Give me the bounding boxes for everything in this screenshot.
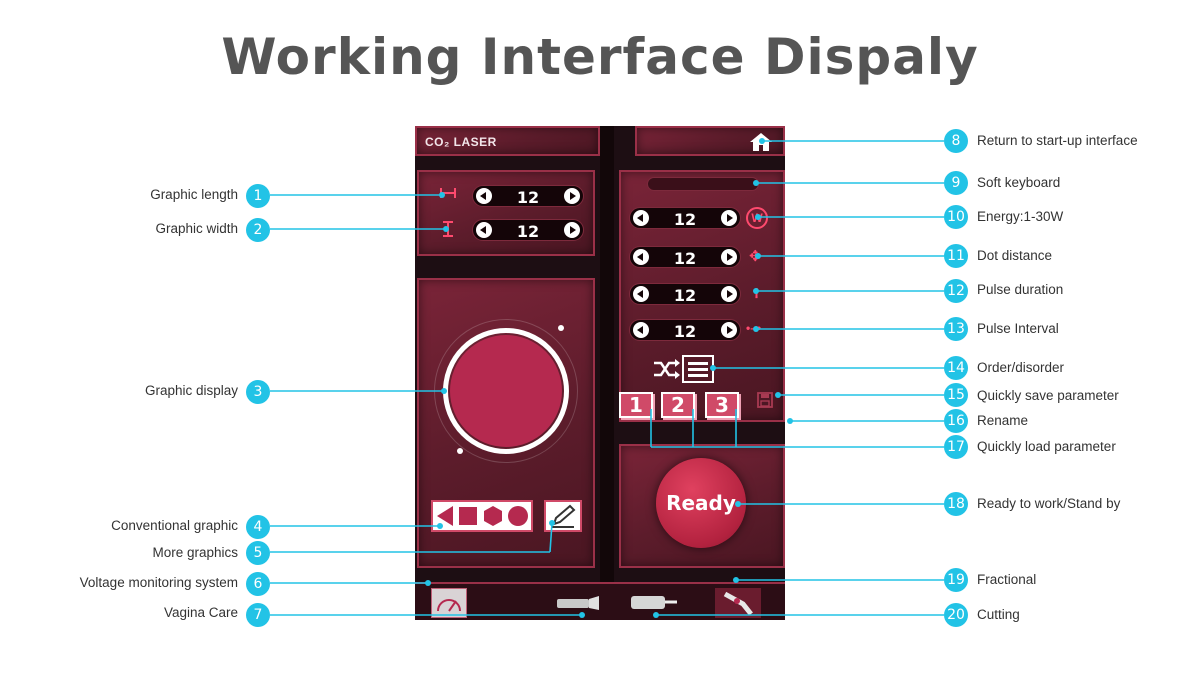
hexagon-shape-icon[interactable]	[484, 506, 502, 526]
callout-label: Vagina Care	[163, 605, 238, 620]
list-order-icon	[688, 362, 708, 377]
callout-label: Voltage monitoring system	[79, 575, 238, 590]
graphic-width-stepper[interactable]: 12	[472, 219, 584, 241]
callout-badge: 18	[944, 492, 968, 516]
cutting-handpiece-icon	[631, 596, 677, 609]
gauge-icon	[437, 599, 461, 612]
screen-divider	[600, 126, 614, 620]
screen-title: CO₂ LASER	[425, 135, 497, 149]
callout-label: Ready to work/Stand by	[977, 496, 1121, 511]
decrease-arrow-icon[interactable]	[633, 322, 649, 338]
graphic-length-value: 12	[516, 188, 540, 207]
callout-label: Conventional graphic	[111, 518, 238, 533]
dimension-panel	[417, 170, 595, 256]
square-shape-icon[interactable]	[459, 507, 477, 525]
ready-button[interactable]: Ready	[656, 458, 746, 548]
increase-arrow-icon[interactable]	[721, 286, 737, 302]
voltage-monitor-button[interactable]	[431, 588, 467, 618]
callout-label: More graphics	[152, 545, 238, 560]
graphic-width-value: 12	[516, 222, 540, 241]
callout-badge: 13	[944, 317, 968, 341]
callout-label: Quickly save parameter	[977, 388, 1119, 403]
callout-badge: 19	[944, 568, 968, 592]
conventional-graphic-selector[interactable]	[431, 500, 533, 532]
callout-badge: 3	[246, 380, 270, 404]
dot-distance-value: 12	[673, 249, 697, 268]
pulse-interval-value: 12	[673, 322, 697, 341]
pulse-duration-stepper[interactable]: 12	[629, 283, 741, 305]
page-title: Working Interface Dispaly	[221, 28, 979, 86]
pencil-icon	[552, 504, 576, 528]
callout-badge: 5	[246, 541, 270, 565]
dot-distance-stepper[interactable]: 12	[629, 246, 741, 268]
callout-badge: 14	[944, 356, 968, 380]
header-panel-left	[415, 126, 600, 156]
more-graphics-button[interactable]	[544, 500, 582, 532]
shuffle-icon	[654, 359, 680, 379]
triangle-shape-icon[interactable]	[437, 506, 453, 526]
callout-label: Return to start-up interface	[977, 133, 1138, 148]
callout-badge: 11	[944, 244, 968, 268]
graphic-display[interactable]	[450, 335, 562, 447]
increase-arrow-icon[interactable]	[564, 188, 580, 204]
callout-badge: 1	[246, 184, 270, 208]
energy-stepper[interactable]: 12	[629, 207, 741, 229]
callout-badge: 20	[944, 603, 968, 627]
callout-label: Dot distance	[977, 248, 1053, 263]
callout-badge: 9	[944, 171, 968, 195]
handle-dot[interactable]	[558, 325, 564, 331]
callout-label: Rename	[977, 413, 1029, 428]
preset-slot-3[interactable]: 3	[705, 392, 739, 418]
decrease-arrow-icon[interactable]	[476, 222, 492, 238]
pulse-interval-stepper[interactable]: 12	[629, 319, 741, 341]
pulse-duration-value: 12	[673, 286, 697, 305]
fractional-handpiece-icon	[723, 591, 753, 616]
callout-label: Graphic length	[150, 187, 238, 202]
handle-dot[interactable]	[457, 448, 463, 454]
callout-badge: 4	[246, 515, 270, 539]
callout-label: Graphic display	[144, 383, 238, 398]
decrease-arrow-icon[interactable]	[633, 286, 649, 302]
callout-badge: 2	[246, 218, 270, 242]
decrease-arrow-icon[interactable]	[476, 188, 492, 204]
callout-label: Fractional	[977, 572, 1037, 587]
callout-label: Order/disorder	[977, 360, 1065, 375]
callout-badge: 7	[246, 603, 270, 627]
callout-label: Pulse duration	[977, 282, 1064, 297]
callout-badge: 8	[944, 129, 968, 153]
save-icon	[757, 392, 773, 408]
bottom-toolbar	[415, 582, 785, 620]
vagina-care-button[interactable]	[555, 588, 603, 618]
decrease-arrow-icon[interactable]	[633, 249, 649, 265]
increase-arrow-icon[interactable]	[564, 222, 580, 238]
callout-badge: 16	[944, 409, 968, 433]
callout-label: Energy:1-30W	[977, 209, 1064, 224]
callout-label: Pulse Interval	[977, 321, 1059, 336]
callout-label: Cutting	[977, 607, 1020, 622]
callout-badge: 12	[944, 279, 968, 303]
callout-badge: 10	[944, 205, 968, 229]
preset-slot-2[interactable]: 2	[661, 392, 695, 418]
increase-arrow-icon[interactable]	[721, 322, 737, 338]
disorder-button[interactable]	[651, 356, 681, 382]
increase-arrow-icon[interactable]	[721, 210, 737, 226]
preset-slot-1[interactable]: 1	[619, 392, 653, 418]
callout-label: Graphic width	[155, 221, 238, 236]
decrease-arrow-icon[interactable]	[633, 210, 649, 226]
vaginal-probe-icon	[557, 596, 599, 610]
callout-badge: 6	[246, 572, 270, 596]
callout-badge: 15	[944, 383, 968, 407]
cutting-handpiece-button[interactable]	[629, 588, 679, 618]
laser-screen: CO₂ LASER 12 12	[415, 126, 785, 620]
callout-badge: 17	[944, 435, 968, 459]
fractional-handpiece-button[interactable]	[715, 588, 761, 618]
energy-value: 12	[673, 210, 697, 229]
graphic-length-stepper[interactable]: 12	[472, 185, 584, 207]
callout-label: Soft keyboard	[977, 175, 1061, 190]
callout-label: Quickly load parameter	[977, 439, 1116, 454]
save-button[interactable]	[756, 391, 774, 409]
circle-shape-icon[interactable]	[508, 506, 528, 526]
increase-arrow-icon[interactable]	[721, 249, 737, 265]
